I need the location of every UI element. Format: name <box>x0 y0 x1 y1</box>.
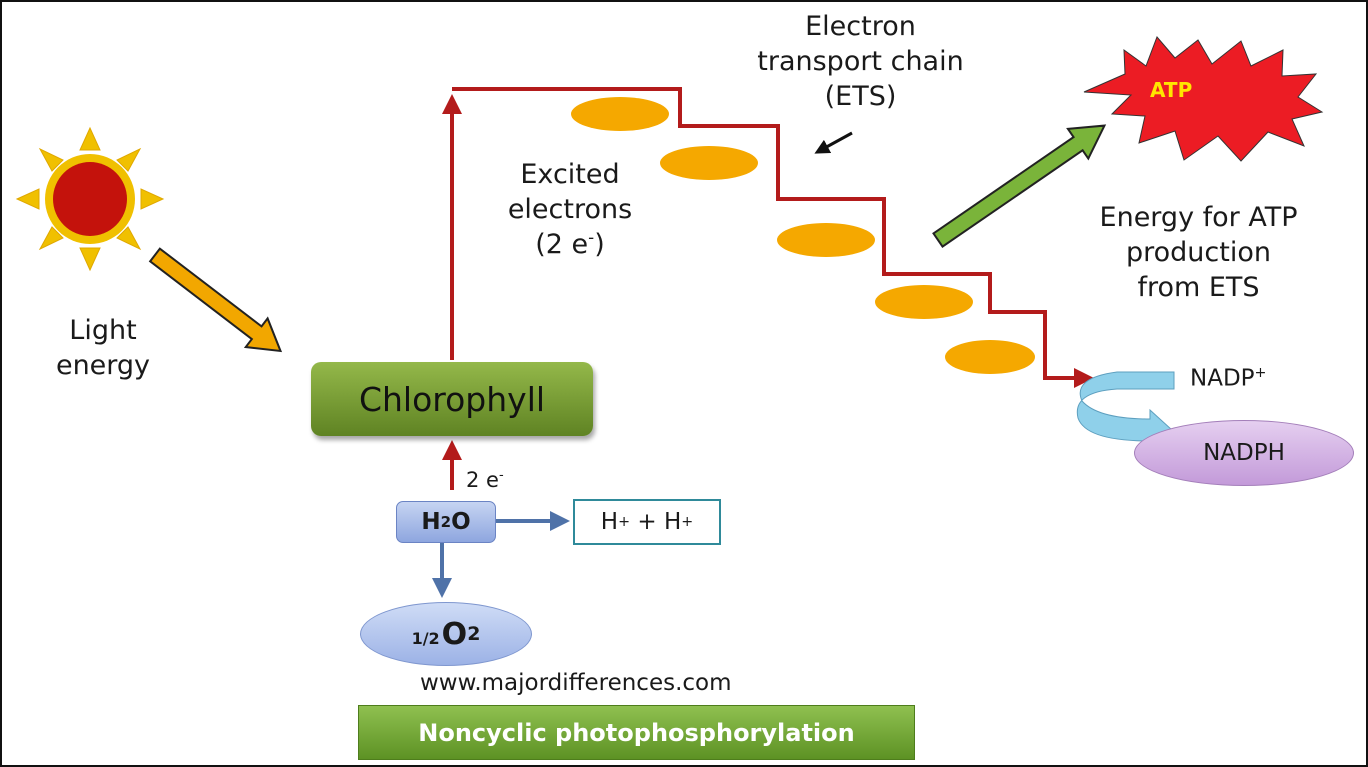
ets-label-line3: (ETS) <box>824 81 897 113</box>
oxygen-o: O <box>441 616 468 652</box>
hplus-plus1: + <box>618 514 631 530</box>
ets-label-line1: Electron <box>805 11 916 42</box>
electron-carriers <box>571 97 1035 374</box>
two-electrons-label: 2 e- <box>466 467 504 494</box>
light-line2: energy <box>55 350 151 382</box>
excited-line3: (2 e <box>535 229 589 261</box>
diagram-title-box: Noncyclic photophosphorylation <box>358 705 915 760</box>
carrier-2 <box>660 146 758 180</box>
electron-path <box>442 87 1094 490</box>
energy-line1: Energy for ATP <box>1099 202 1298 233</box>
carrier-3 <box>777 223 875 257</box>
energy-line3: from ETS <box>1137 272 1260 304</box>
excited-line1: Excited <box>520 159 620 190</box>
light-energy-arrow <box>148 247 283 353</box>
carrier-4 <box>875 285 973 319</box>
hplus-mid: + H <box>630 509 682 535</box>
excited-line2: electrons <box>507 194 633 226</box>
excited-electrons-label: Excited electrons (2 e-) <box>480 157 660 262</box>
sun-icon <box>15 126 165 272</box>
diagram-title: Noncyclic photophosphorylation <box>418 718 855 747</box>
oxygen-sub: 2 <box>467 623 481 645</box>
nadph-label: NADPH <box>1203 440 1285 466</box>
two-e-sup: - <box>498 468 504 483</box>
nadp-label: NADP+ <box>1190 364 1266 395</box>
chlorophyll-label: Chlorophyll <box>358 379 546 419</box>
ets-label: Electron transport chain (ETS) <box>728 9 993 114</box>
energy-label: Energy for ATP production from ETS <box>1066 200 1331 305</box>
excited-close: ) <box>594 229 605 261</box>
nadp-sup: + <box>1254 365 1267 381</box>
excited-sup: - <box>588 227 595 248</box>
hplus-h1: H <box>600 509 619 535</box>
website-url: www.majordifferences.com <box>420 670 732 696</box>
atp-arrow <box>932 124 1107 248</box>
hplus-plus2: + <box>681 514 694 530</box>
nadph-ellipse: NADPH <box>1134 420 1354 486</box>
explosion-burst-icon <box>1083 36 1324 162</box>
h2o-sub: 2 <box>440 513 452 531</box>
light-energy-label: Light energy <box>28 313 178 383</box>
nadp-text: NADP <box>1190 365 1255 392</box>
chlorophyll-box: Chlorophyll <box>311 362 593 436</box>
carrier-1 <box>571 97 669 131</box>
h2o-h: H <box>421 509 441 535</box>
protons-box: H+ + H+ <box>573 499 721 545</box>
light-line1: Light <box>69 315 137 346</box>
two-e-text: 2 e <box>466 468 499 492</box>
carrier-5 <box>945 340 1035 374</box>
h2o-o: O <box>451 509 471 535</box>
atp-label: ATP <box>1150 78 1193 102</box>
energy-line2: production <box>1126 237 1271 269</box>
ets-label-line2: transport chain <box>757 46 964 78</box>
ets-pointer-arrow <box>814 131 853 154</box>
oxygen-frac: 1/2 <box>411 628 440 648</box>
